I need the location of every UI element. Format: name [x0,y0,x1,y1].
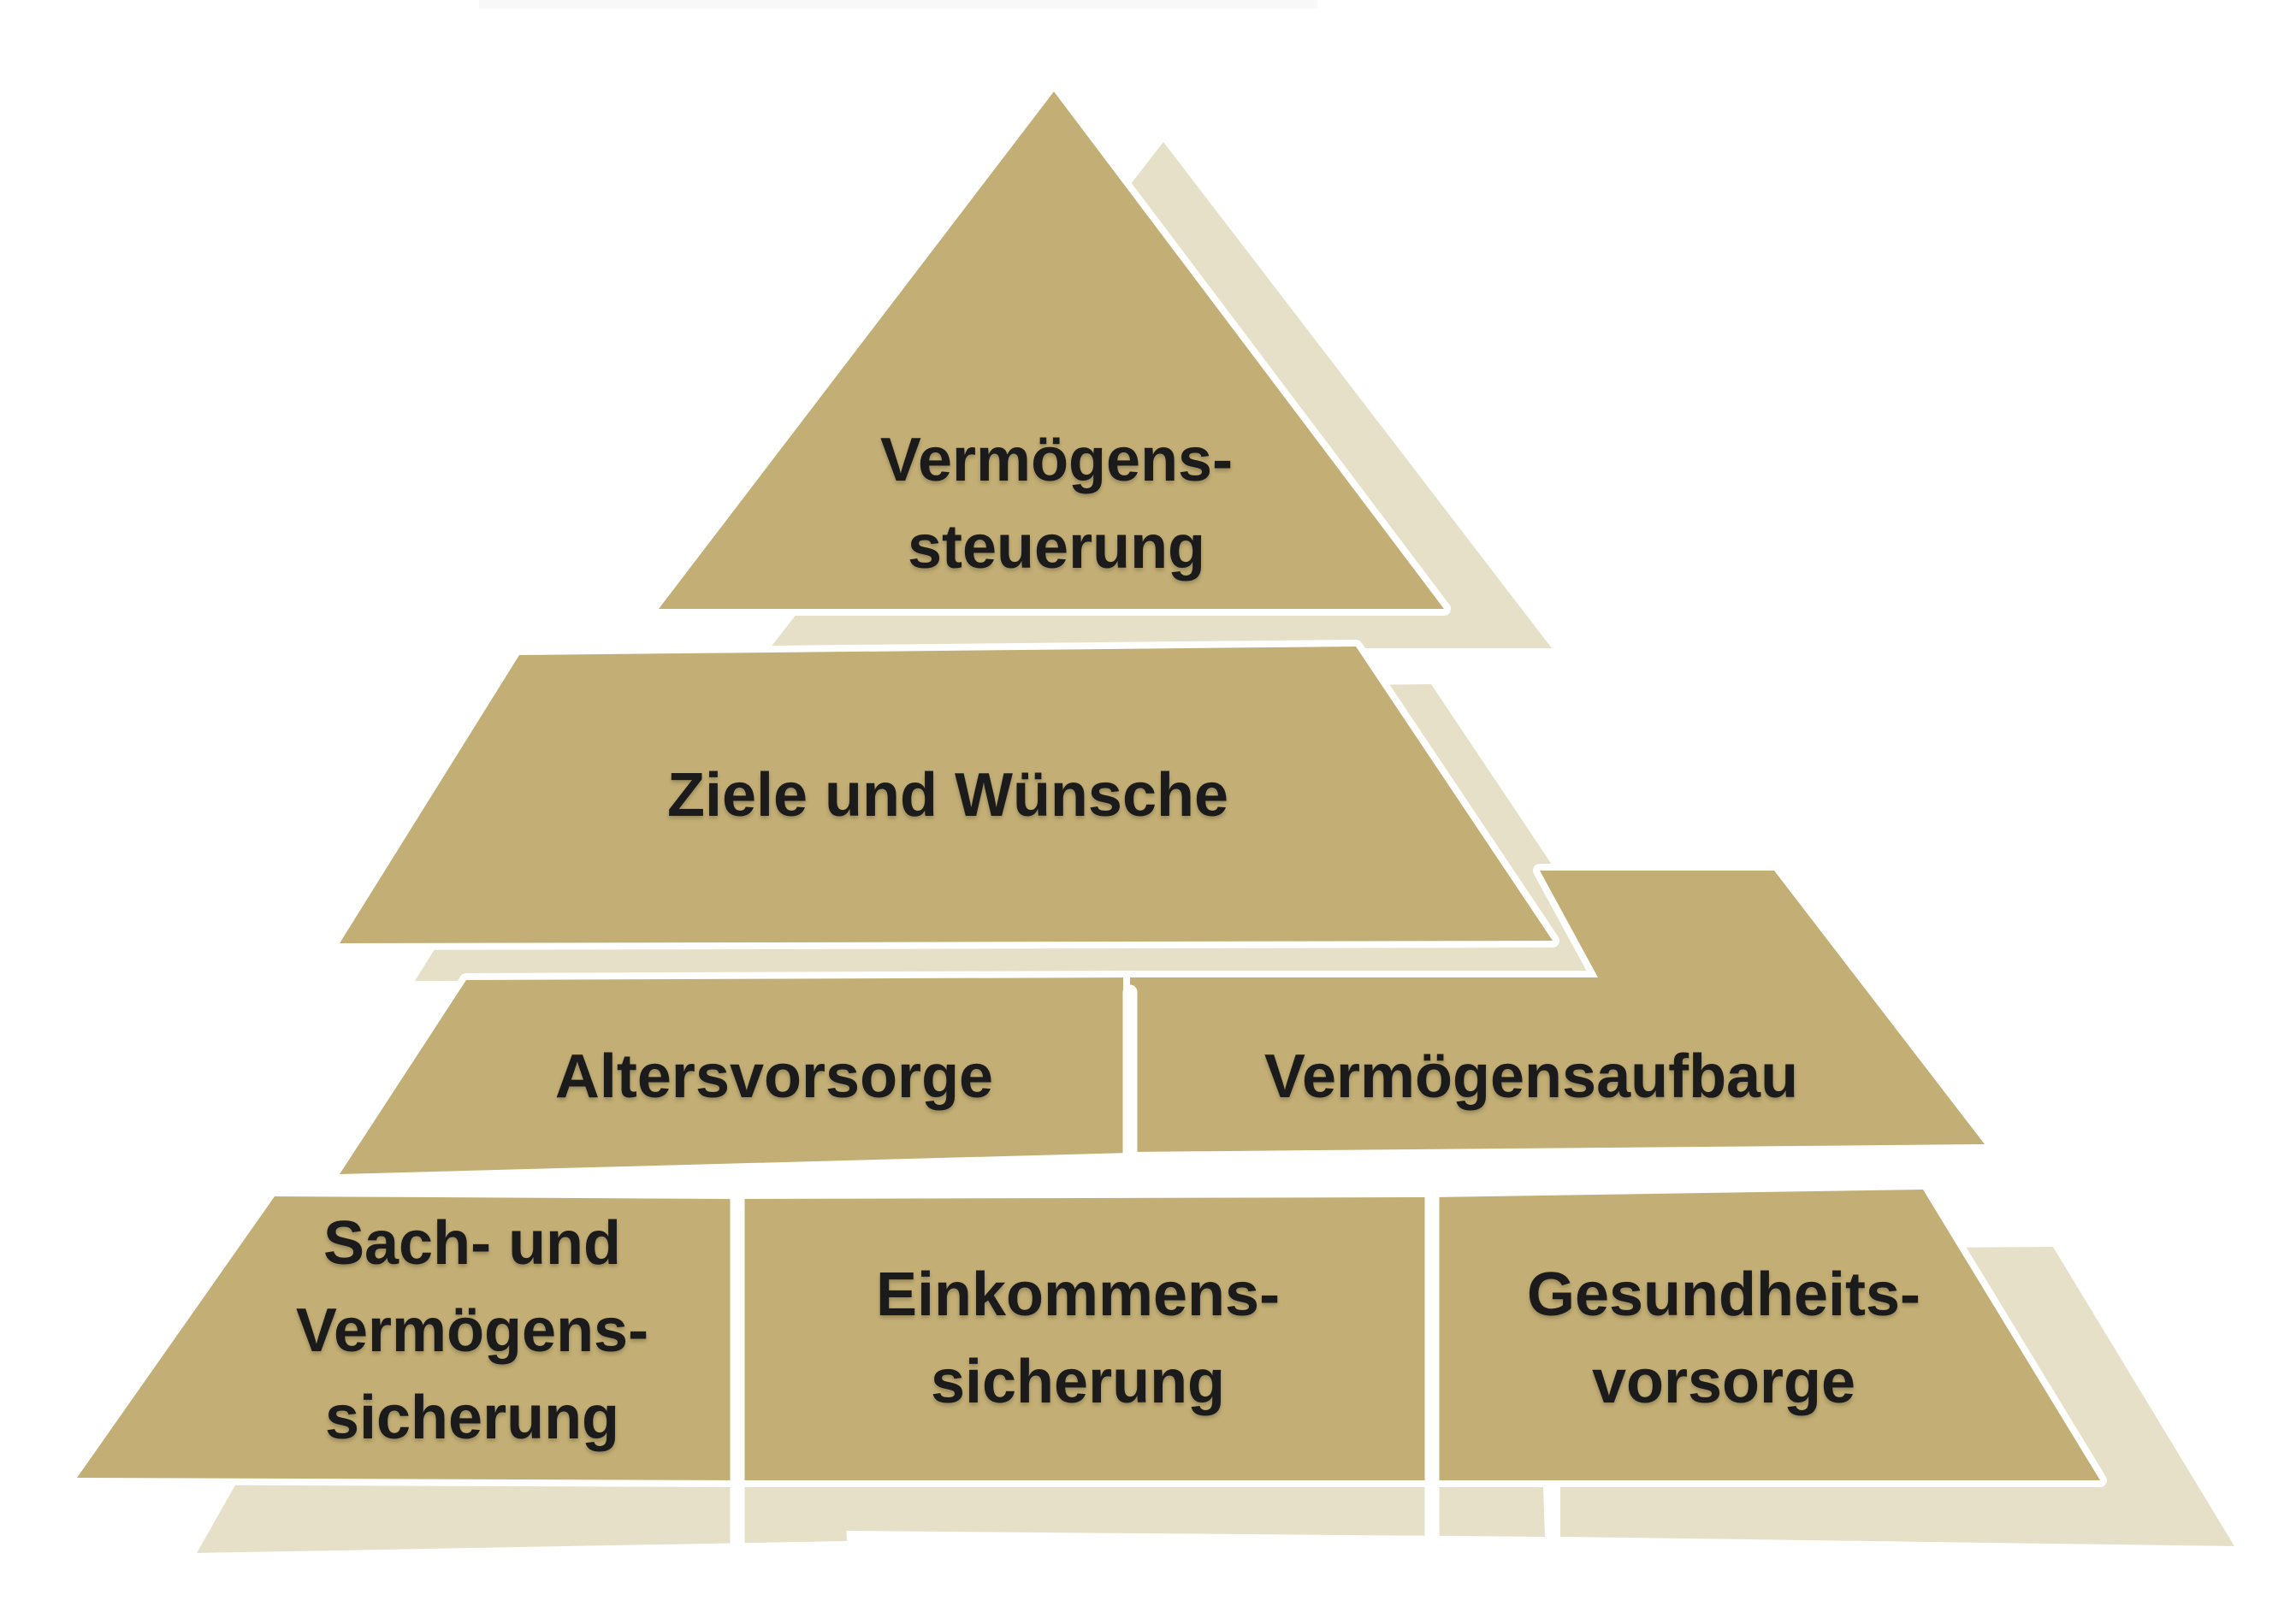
label-line: Vermögensaufbau [1263,1042,1799,1111]
divider-row4-right [1424,1196,1440,1542]
block-vermoegenssteuerung [652,85,1451,616]
divider-layer [730,984,1440,1545]
level-label-ziele-und-wuensche: Ziele und Wünsche [667,752,1228,839]
label-line: Vermögens- [295,1296,649,1365]
label-line: vorsorge [1591,1348,1856,1416]
label-line: Ziele und Wünsche [666,761,1229,830]
level-label-altersvorsorge: Altersvorsorge [555,1033,993,1120]
top-edge-artifact [479,0,1317,9]
label-line: sicherung [324,1384,620,1452]
label-line: Altersvorsorge [554,1042,994,1111]
label-line: Vermögens- [879,426,1234,494]
level-label-sach-und-vermoegenssicherung: Sach- und Vermögens- sicherung [296,1200,648,1462]
level-label-gesundheitsvorsorge: Gesundheits- vorsorge [1527,1251,1920,1426]
level-label-vermoegensaufbau: Vermögensaufbau [1264,1033,1798,1120]
level-label-einkommenssicherung: Einkommens- sicherung [876,1251,1280,1426]
label-line: Gesundheits- [1526,1261,1921,1329]
level-label-vermoegenssteuerung: Vermögens- steuerung [880,416,1233,591]
divider-row4-left [730,1198,745,1545]
label-line: Sach- und [323,1209,622,1278]
label-line: sicherung [930,1348,1226,1416]
label-line: Einkommens- [875,1261,1281,1329]
block-ziele-und-wuensche [333,640,1559,950]
label-line: steuerung [907,513,1206,582]
